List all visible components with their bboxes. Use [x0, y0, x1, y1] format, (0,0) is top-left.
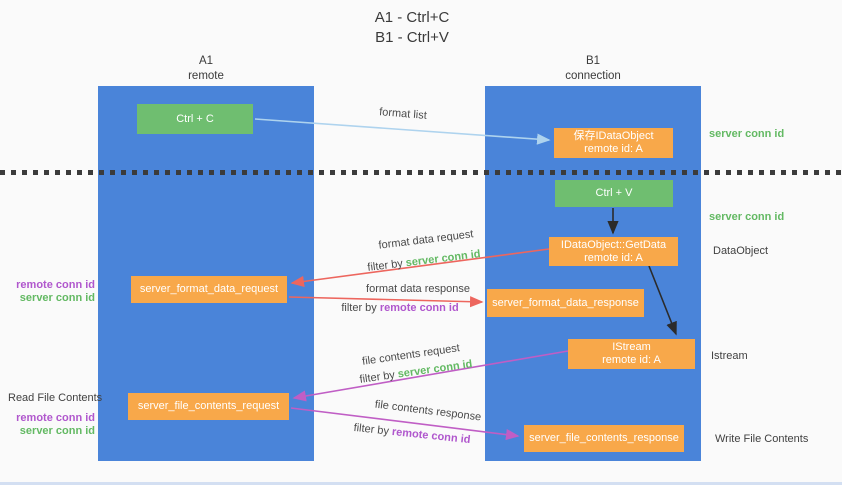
annotation-server-conn-id-2: server conn id	[19, 425, 95, 437]
node-istream: IStream remote id: A	[568, 339, 695, 369]
title-line-2: B1 - Ctrl+V	[375, 29, 449, 46]
idataobject-getdata-line2: remote id: A	[584, 251, 643, 264]
server-file-contents-response-label: server_file_contents_response	[529, 432, 679, 444]
column-a1-subtitle: remote	[188, 70, 224, 82]
dotted-separator	[0, 170, 842, 175]
annotation-conn-ids-upper: remote conn id server conn id	[0, 279, 95, 305]
column-b1-subtitle: connection	[565, 70, 621, 82]
annotation-server-conn-id-1: server conn id	[19, 292, 95, 304]
annotation-remote-conn-id-2: remote conn id	[16, 412, 95, 424]
annotation-dataobject: DataObject	[713, 245, 769, 257]
column-a1-id: A1	[198, 55, 214, 67]
istream-line1: IStream	[612, 341, 651, 353]
column-header-b1: B1 connection	[485, 54, 701, 84]
label-filter-remote-2: filter by remote conn id	[353, 422, 471, 446]
server-format-data-request-label: server_format_data_request	[139, 283, 279, 295]
node-ctrl-c: Ctrl + C	[137, 104, 253, 134]
save-idataobject-line2: remote id: A	[584, 143, 643, 155]
node-idataobject-getdata: IDataObject::GetData remote id: A	[549, 237, 678, 266]
istream-line2: remote id: A	[602, 354, 661, 366]
annotation-server-conn-id-mid: server conn id	[709, 211, 785, 223]
column-b1-id: B1	[585, 55, 601, 67]
diagram-title: A1 - Ctrl+C B1 - Ctrl+V	[0, 8, 824, 48]
label-filter-remote-1: filter by remote conn id	[341, 302, 458, 314]
filter-server-conn-id: server conn id	[405, 248, 482, 270]
node-save-idataobject: 保存IDataObject remote id: A	[554, 128, 673, 158]
label-format-list: format list	[378, 106, 428, 122]
node-server-file-contents-request: server_file_contents_request	[128, 393, 289, 420]
filter-remote-conn-id: remote conn id	[391, 425, 471, 447]
filter-server-conn-id: server conn id	[396, 358, 474, 381]
node-ctrl-v: Ctrl + V	[555, 180, 673, 207]
node-server-format-data-request: server_format_data_request	[131, 276, 287, 303]
annotation-remote-conn-id-1: remote conn id	[16, 279, 95, 291]
node-server-format-data-response: server_format_data_response	[487, 289, 644, 317]
annotation-istream: Istream	[711, 350, 748, 362]
server-format-data-response-label: server_format_data_response	[492, 296, 639, 309]
annotation-read-file-contents: Read File Contents	[8, 392, 103, 404]
label-file-contents-response: file contents response	[374, 398, 482, 424]
filter-prefix: filter by	[358, 368, 399, 386]
column-header-a1: A1 remote	[98, 54, 314, 84]
node-server-file-contents-response: server_file_contents_response	[524, 425, 684, 452]
annotation-server-conn-id-top: server conn id	[709, 128, 785, 140]
server-file-contents-request-label: server_file_contents_request	[137, 400, 280, 412]
filter-prefix: filter by	[366, 257, 407, 274]
label-filter-server-1: filter by server conn id	[367, 248, 481, 274]
filter-prefix: filter by	[353, 421, 393, 438]
annotation-write-file-contents: Write File Contents	[715, 433, 809, 445]
label-format-data-response: format data response	[366, 283, 470, 295]
label-format-data-request: format data request	[377, 228, 475, 252]
filter-prefix: filter by	[341, 302, 380, 314]
ctrl-c-label: Ctrl + C	[176, 112, 214, 125]
idataobject-getdata-line1: IDataObject::GetData	[560, 238, 667, 251]
ctrl-v-label: Ctrl + V	[595, 187, 633, 199]
bottom-edge-strip	[0, 482, 842, 485]
save-idataobject-line1: 保存IDataObject	[573, 130, 654, 142]
filter-remote-conn-id: remote conn id	[379, 302, 459, 314]
title-line-1: A1 - Ctrl+C	[374, 9, 450, 26]
annotation-conn-ids-lower: remote conn id server conn id	[0, 412, 95, 438]
